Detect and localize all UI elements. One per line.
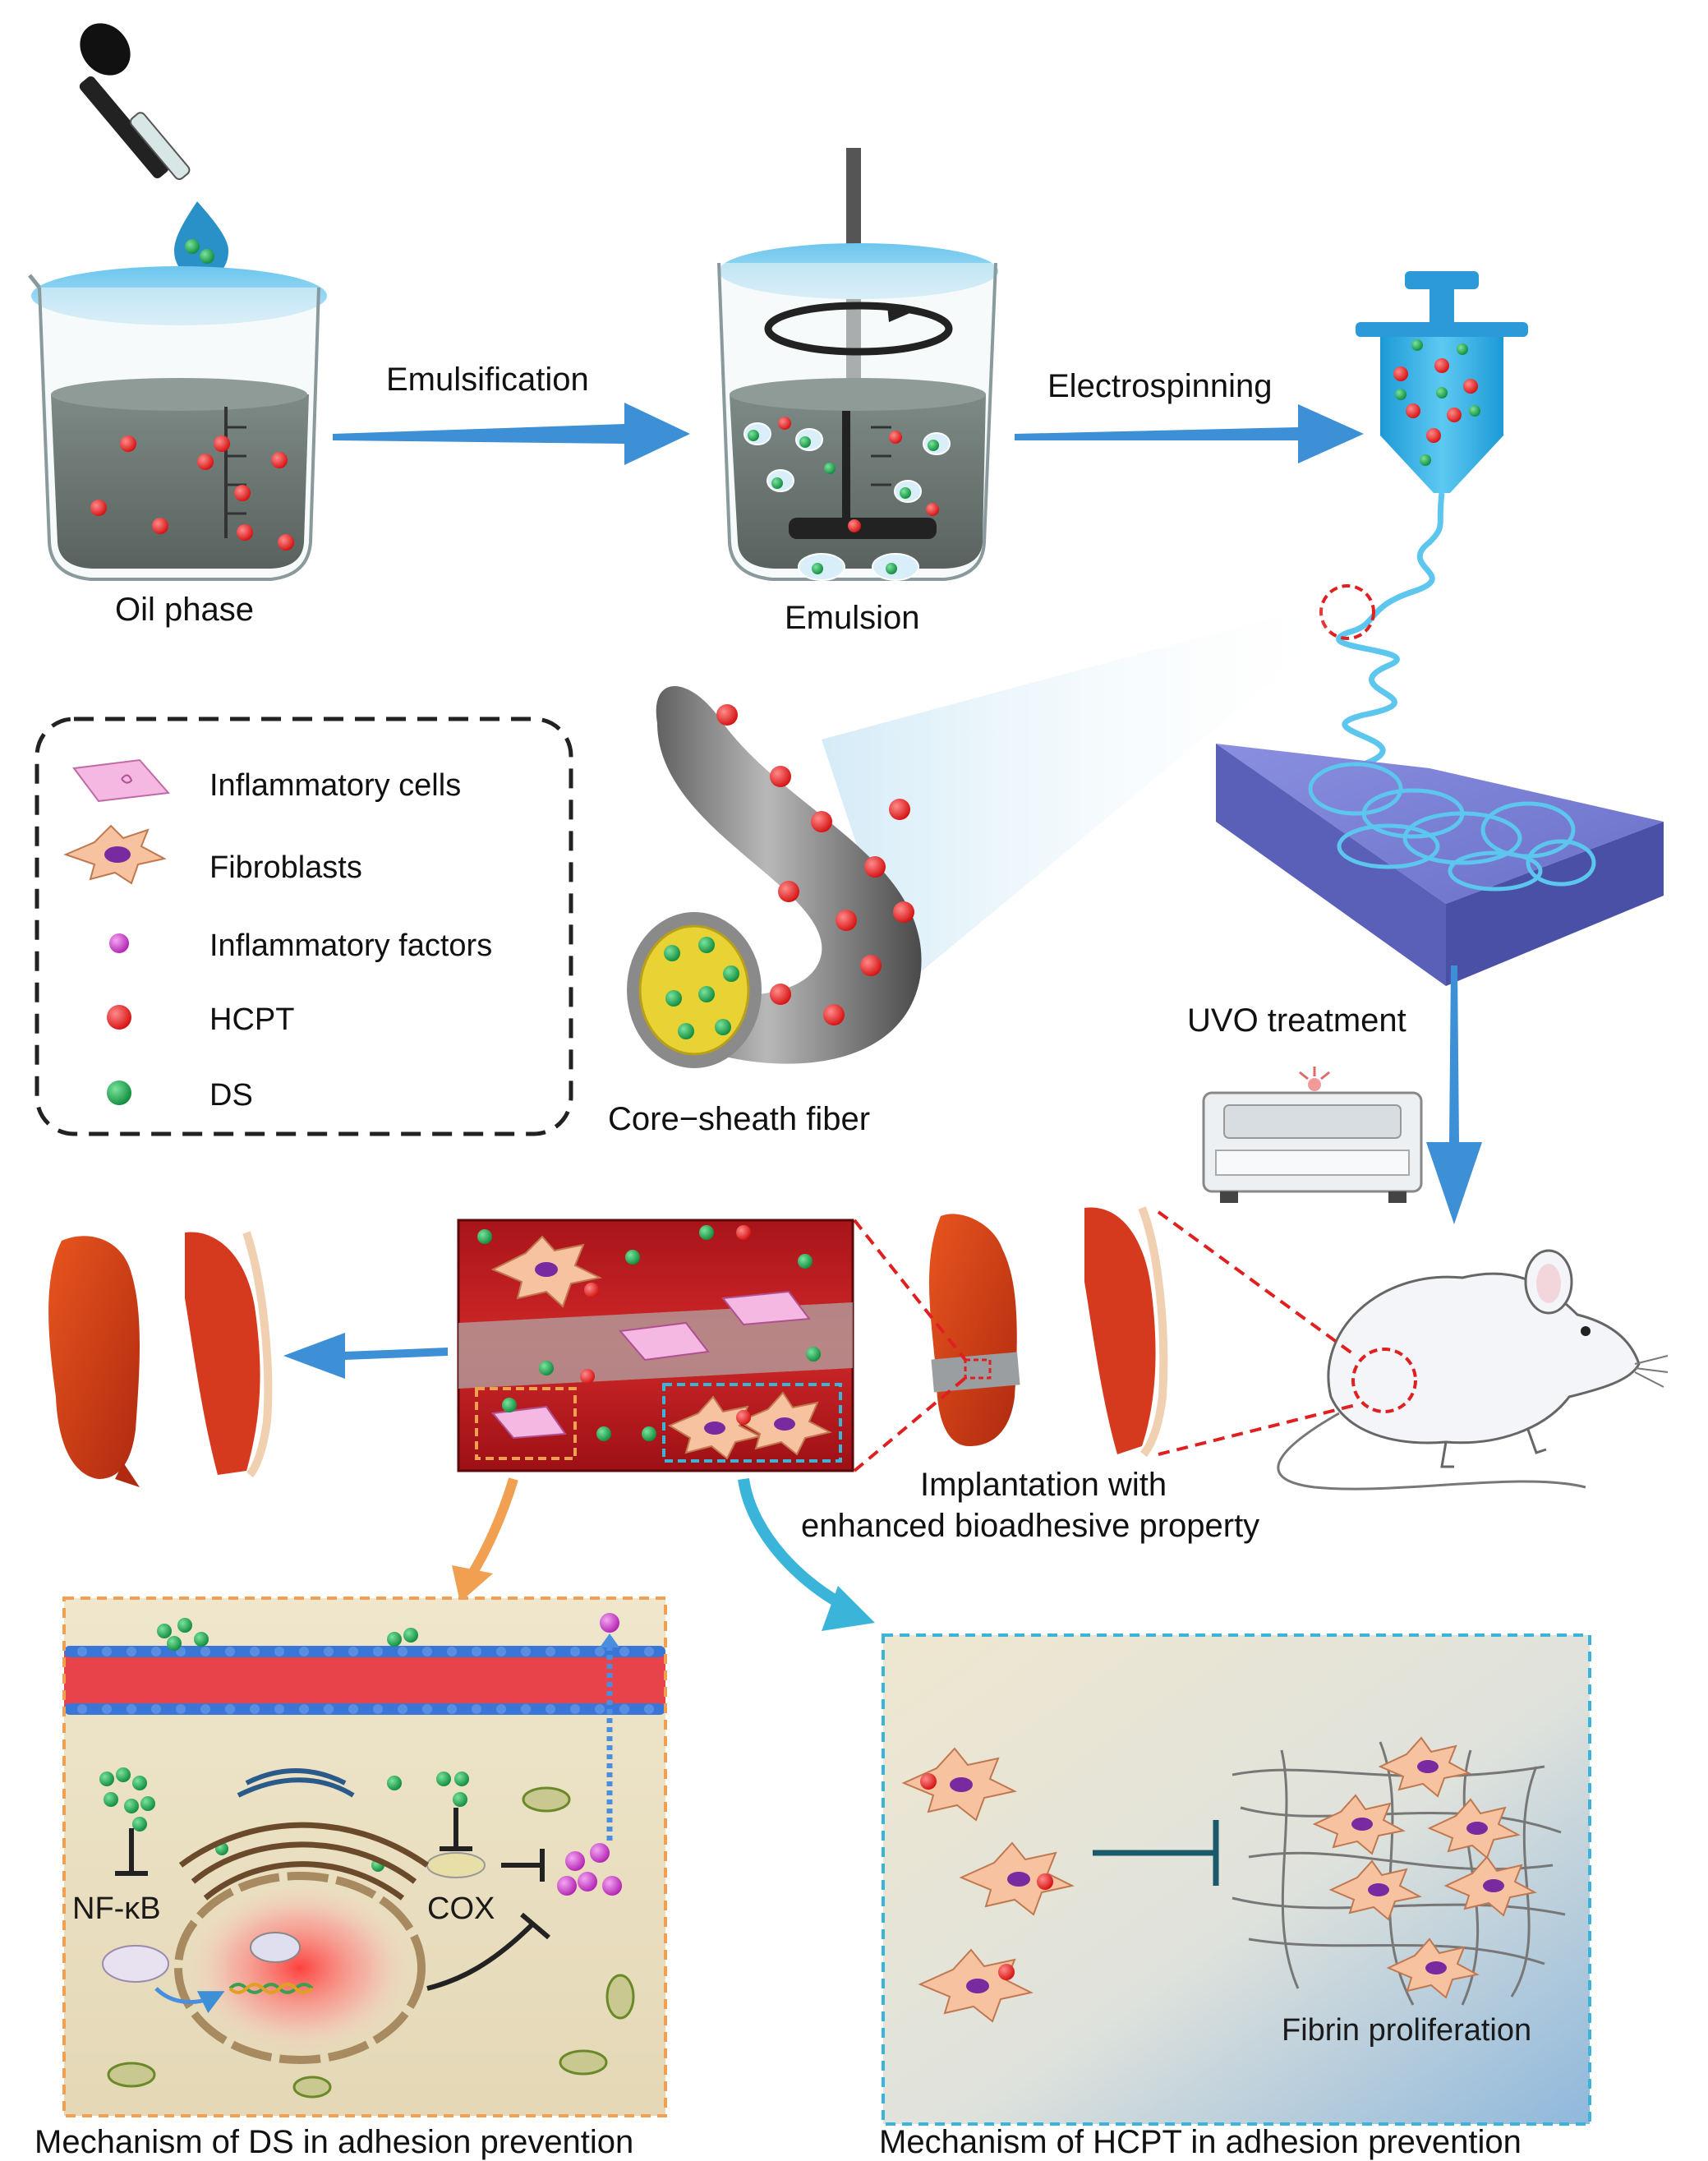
arrow-uvo-to-mouse bbox=[1426, 965, 1482, 1224]
hcpt-icon bbox=[107, 1005, 131, 1030]
ds-icon bbox=[107, 1080, 131, 1105]
label-emulsification: Emulsification bbox=[386, 362, 589, 398]
tissue-section bbox=[457, 1219, 854, 1472]
legend-label-inflammatory-cells: Inflammatory cells bbox=[209, 768, 462, 803]
core-sheath-fiber bbox=[627, 686, 922, 1068]
zoom-lines bbox=[853, 1210, 1357, 1472]
fibroblast-icon bbox=[63, 824, 167, 885]
mouse-icon bbox=[1277, 1249, 1669, 1491]
caption-ds-mechanism: Mechanism of DS in adhesion prevention bbox=[35, 2124, 634, 2160]
zoom-beam bbox=[822, 604, 1331, 986]
beaker-oil-phase bbox=[28, 266, 327, 581]
label-core-sheath-fiber: Core−sheath fiber bbox=[608, 1101, 871, 1137]
collector-plate bbox=[1216, 744, 1664, 986]
legend-label-inflammatory-factors: Inflammatory factors bbox=[209, 928, 493, 963]
syringe-icon bbox=[1356, 271, 1528, 493]
label-electrospinning: Electrospinning bbox=[1047, 368, 1273, 404]
label-oil-phase: Oil phase bbox=[115, 592, 254, 628]
label-uvo-treatment: UVO treatment bbox=[1187, 1002, 1406, 1039]
inflammatory-factor-icon bbox=[109, 933, 129, 953]
legend-label-hcpt: HCPT bbox=[209, 1002, 295, 1037]
arrow-emulsification bbox=[333, 403, 690, 465]
fiber-jet bbox=[1329, 492, 1445, 825]
result-organs bbox=[48, 1231, 273, 1487]
ds-mechanism-panel bbox=[62, 1597, 667, 2117]
label-nfkb: NF-κB bbox=[72, 1891, 161, 1926]
inflammatory-cell-icon bbox=[72, 758, 171, 803]
label-emulsion: Emulsion bbox=[785, 600, 920, 636]
label-implantation-line2: enhanced bioadhesive property bbox=[801, 1508, 1260, 1544]
legend bbox=[35, 716, 573, 1136]
uvo-device-icon bbox=[1202, 1067, 1423, 1203]
beaker-emulsion bbox=[717, 148, 998, 581]
legend-label-ds: DS bbox=[209, 1078, 253, 1113]
dropper-icon bbox=[79, 23, 228, 279]
legend-label-fibroblasts: Fibroblasts bbox=[209, 850, 362, 885]
hcpt-mechanism-panel bbox=[882, 1633, 1591, 2126]
arrow-to-ds-mechanism bbox=[452, 1477, 518, 1602]
label-cox: COX bbox=[427, 1891, 495, 1926]
arrow-tissue-to-organs bbox=[283, 1333, 448, 1379]
caption-hcpt-mechanism: Mechanism of HCPT in adhesion prevention bbox=[879, 2124, 1522, 2160]
label-fibrin-proliferation: Fibrin proliferation bbox=[1282, 2013, 1532, 2048]
label-implantation-line1: Implantation with bbox=[920, 1467, 1167, 1503]
arrow-electrospinning bbox=[1015, 404, 1364, 463]
arrow-to-hcpt-mechanism bbox=[738, 1477, 875, 1631]
implanted-organs bbox=[928, 1206, 1168, 1458]
